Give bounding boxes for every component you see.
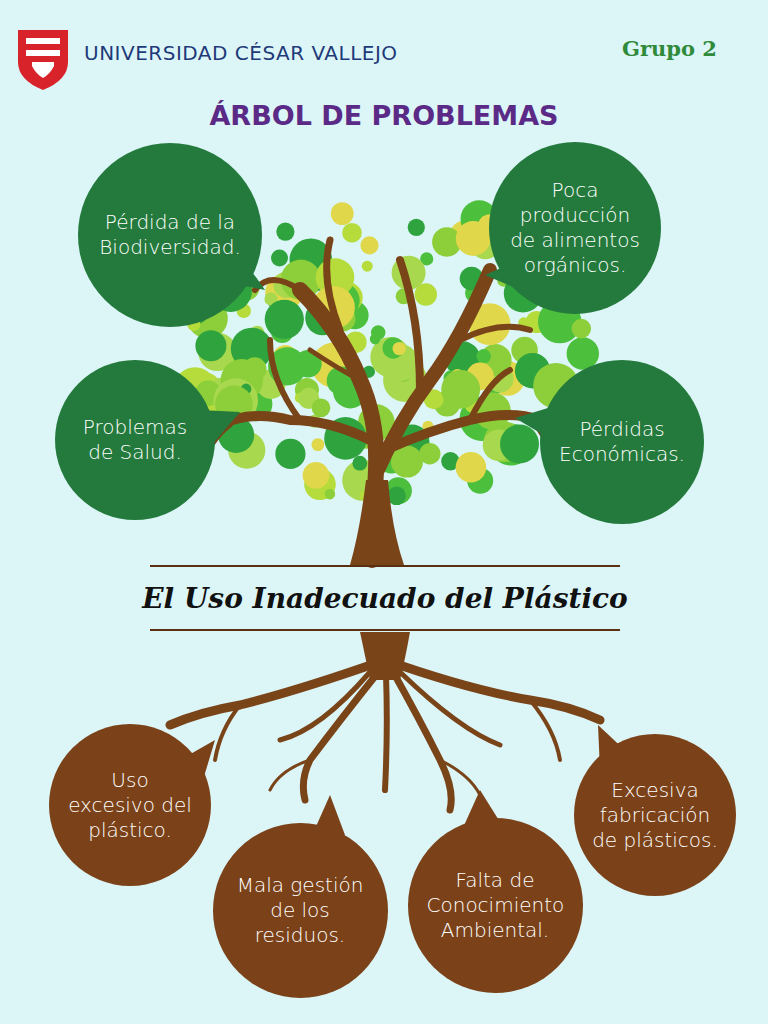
problem-circle: Mala gestión de los residuos. xyxy=(213,823,388,998)
leaf-dot xyxy=(265,300,304,339)
roots xyxy=(170,660,600,810)
problem-circle: Pérdidas Económicas. xyxy=(540,360,704,524)
circle-text: Poca producción de alimentos orgánicos. xyxy=(508,178,642,278)
problem-circle: Pérdida de la Biodiversidad. xyxy=(78,143,262,327)
leaf-dot xyxy=(243,357,267,381)
circle-text: Pérdida de la Biodiversidad. xyxy=(98,210,242,260)
problem-circle: Excesiva fabricación de plásticos. xyxy=(574,734,736,896)
leaf-dot xyxy=(456,452,487,483)
leaf-dot xyxy=(303,462,330,489)
leaf-dot xyxy=(325,489,336,500)
leaf-dot xyxy=(312,438,325,451)
leaf-dot xyxy=(276,223,294,241)
circle-text: Mala gestión de los residuos. xyxy=(232,873,369,948)
leaf-dot xyxy=(393,342,406,355)
leaf-dot xyxy=(271,250,288,267)
problem-circle: Problemas de Salud. xyxy=(55,360,215,520)
problem-circle: Poca producción de alimentos orgánicos. xyxy=(489,142,661,314)
leaf-dot xyxy=(331,202,354,225)
ground-line xyxy=(150,629,620,631)
leaf-dot xyxy=(572,319,592,339)
trunk xyxy=(350,480,404,565)
circle-text: Excesiva fabricación de plásticos. xyxy=(592,778,718,853)
leaf-dot xyxy=(477,349,491,363)
leaf-dot xyxy=(371,325,386,340)
circle-text: Falta de Conocimiento Ambiental. xyxy=(427,868,564,943)
leaf-dot xyxy=(342,223,362,243)
leaf-dot xyxy=(275,439,305,469)
bubble-tails xyxy=(180,255,630,840)
leaf-dot xyxy=(360,236,378,254)
leaf-dot xyxy=(312,398,331,417)
circle-text: Problemas de Salud. xyxy=(73,415,198,465)
logo-shield xyxy=(18,30,68,90)
university-name: UNIVERSIDAD CÉSAR VALLEJO xyxy=(84,41,398,65)
leaf-dot xyxy=(352,456,367,471)
circle-text: Uso excesivo del plástico. xyxy=(67,768,193,843)
leaf-dot xyxy=(362,261,373,272)
problem-band: El Uso Inadecuado del Plástico xyxy=(136,568,634,628)
diagram-title: ÁRBOL DE PROBLEMAS xyxy=(0,100,768,131)
circle-text: Pérdidas Económicas. xyxy=(558,417,686,467)
ground-line xyxy=(150,565,620,567)
problem-circle: Falta de Conocimiento Ambiental. xyxy=(408,818,583,993)
group-label: Grupo 2 xyxy=(622,36,717,61)
leaf-dot xyxy=(408,219,425,236)
leaf-dot xyxy=(441,370,480,409)
leaf-dot xyxy=(195,330,226,361)
leaf-dot xyxy=(500,425,539,464)
central-problem: El Uso Inadecuado del Plástico xyxy=(142,582,628,615)
problem-circle: Uso excesivo del plástico. xyxy=(49,724,211,886)
